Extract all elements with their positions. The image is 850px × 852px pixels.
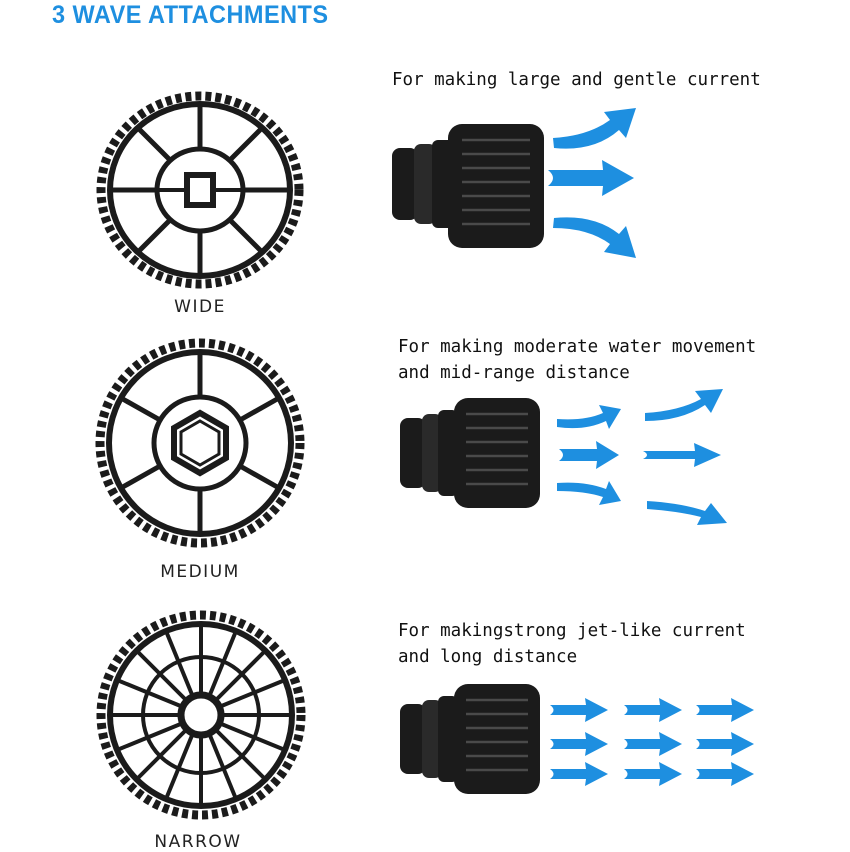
desc-narrow-line-1: For makingstrong jet-like current <box>398 621 746 641</box>
desc-wide-line-1: For making large and gentle current <box>392 70 761 90</box>
label-wide: WIDE <box>174 297 226 317</box>
narrow-flow-arrows-icon <box>550 698 754 786</box>
label-medium: MEDIUM <box>160 562 240 582</box>
narrow-attachment-wheel-icon <box>96 610 306 820</box>
desc-medium-line-2: and mid-range distance <box>398 363 630 383</box>
medium-flow-arrows-icon <box>557 389 727 525</box>
wide-pump-icon <box>392 124 544 248</box>
wide-attachment-wheel-icon <box>96 91 304 289</box>
desc-medium-line-1: For making moderate water movement <box>398 337 757 357</box>
desc-narrow-line-2: and long distance <box>398 647 578 667</box>
page-title: 3 WAVE ATTACHMENTS <box>52 1 329 29</box>
label-narrow: NARROW <box>154 832 242 852</box>
medium-pump-icon <box>400 398 540 508</box>
medium-attachment-wheel-icon <box>95 338 305 548</box>
wide-flow-arrows-icon <box>548 108 636 258</box>
narrow-pump-icon <box>400 684 540 794</box>
